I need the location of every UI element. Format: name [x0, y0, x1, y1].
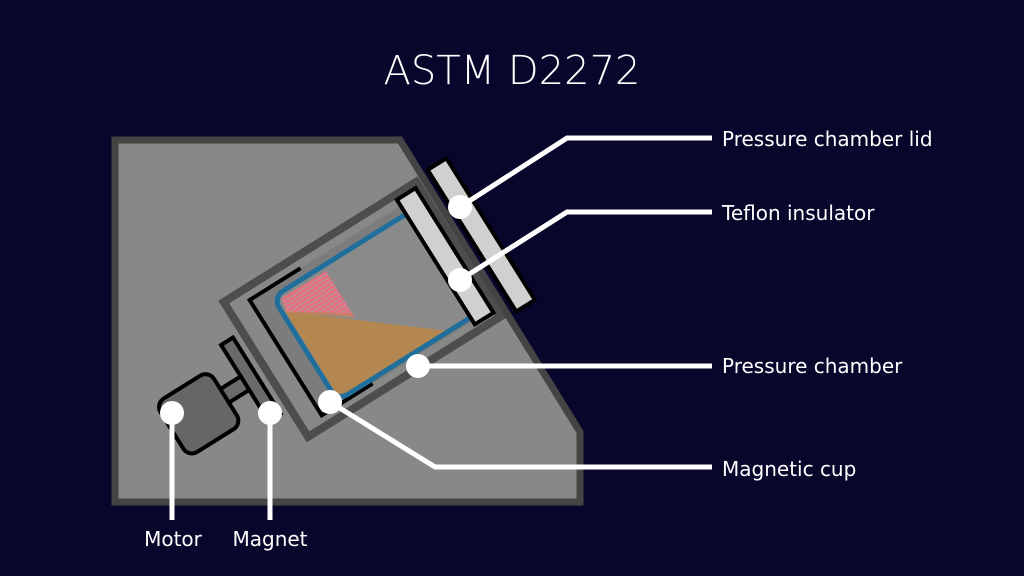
label-pressure-chamber: Pressure chamber [722, 354, 903, 378]
label-magnet: Magnet [232, 527, 308, 551]
diagram-title: ASTM D2272 [383, 48, 641, 94]
copper-catalyst [281, 271, 355, 317]
magnetic-cup [246, 266, 374, 419]
label-magnetic-cup: Magnetic cup [722, 457, 857, 481]
label-teflon-insulator: Teflon insulator [722, 201, 875, 225]
label-pressure-chamber-lid: Pressure chamber lid [722, 127, 933, 151]
callout-lines [169, 135, 712, 520]
teflon-insulator [394, 185, 497, 328]
label-motor: Motor [144, 527, 202, 551]
callout-dots [160, 195, 472, 425]
oil-sample [284, 311, 446, 398]
